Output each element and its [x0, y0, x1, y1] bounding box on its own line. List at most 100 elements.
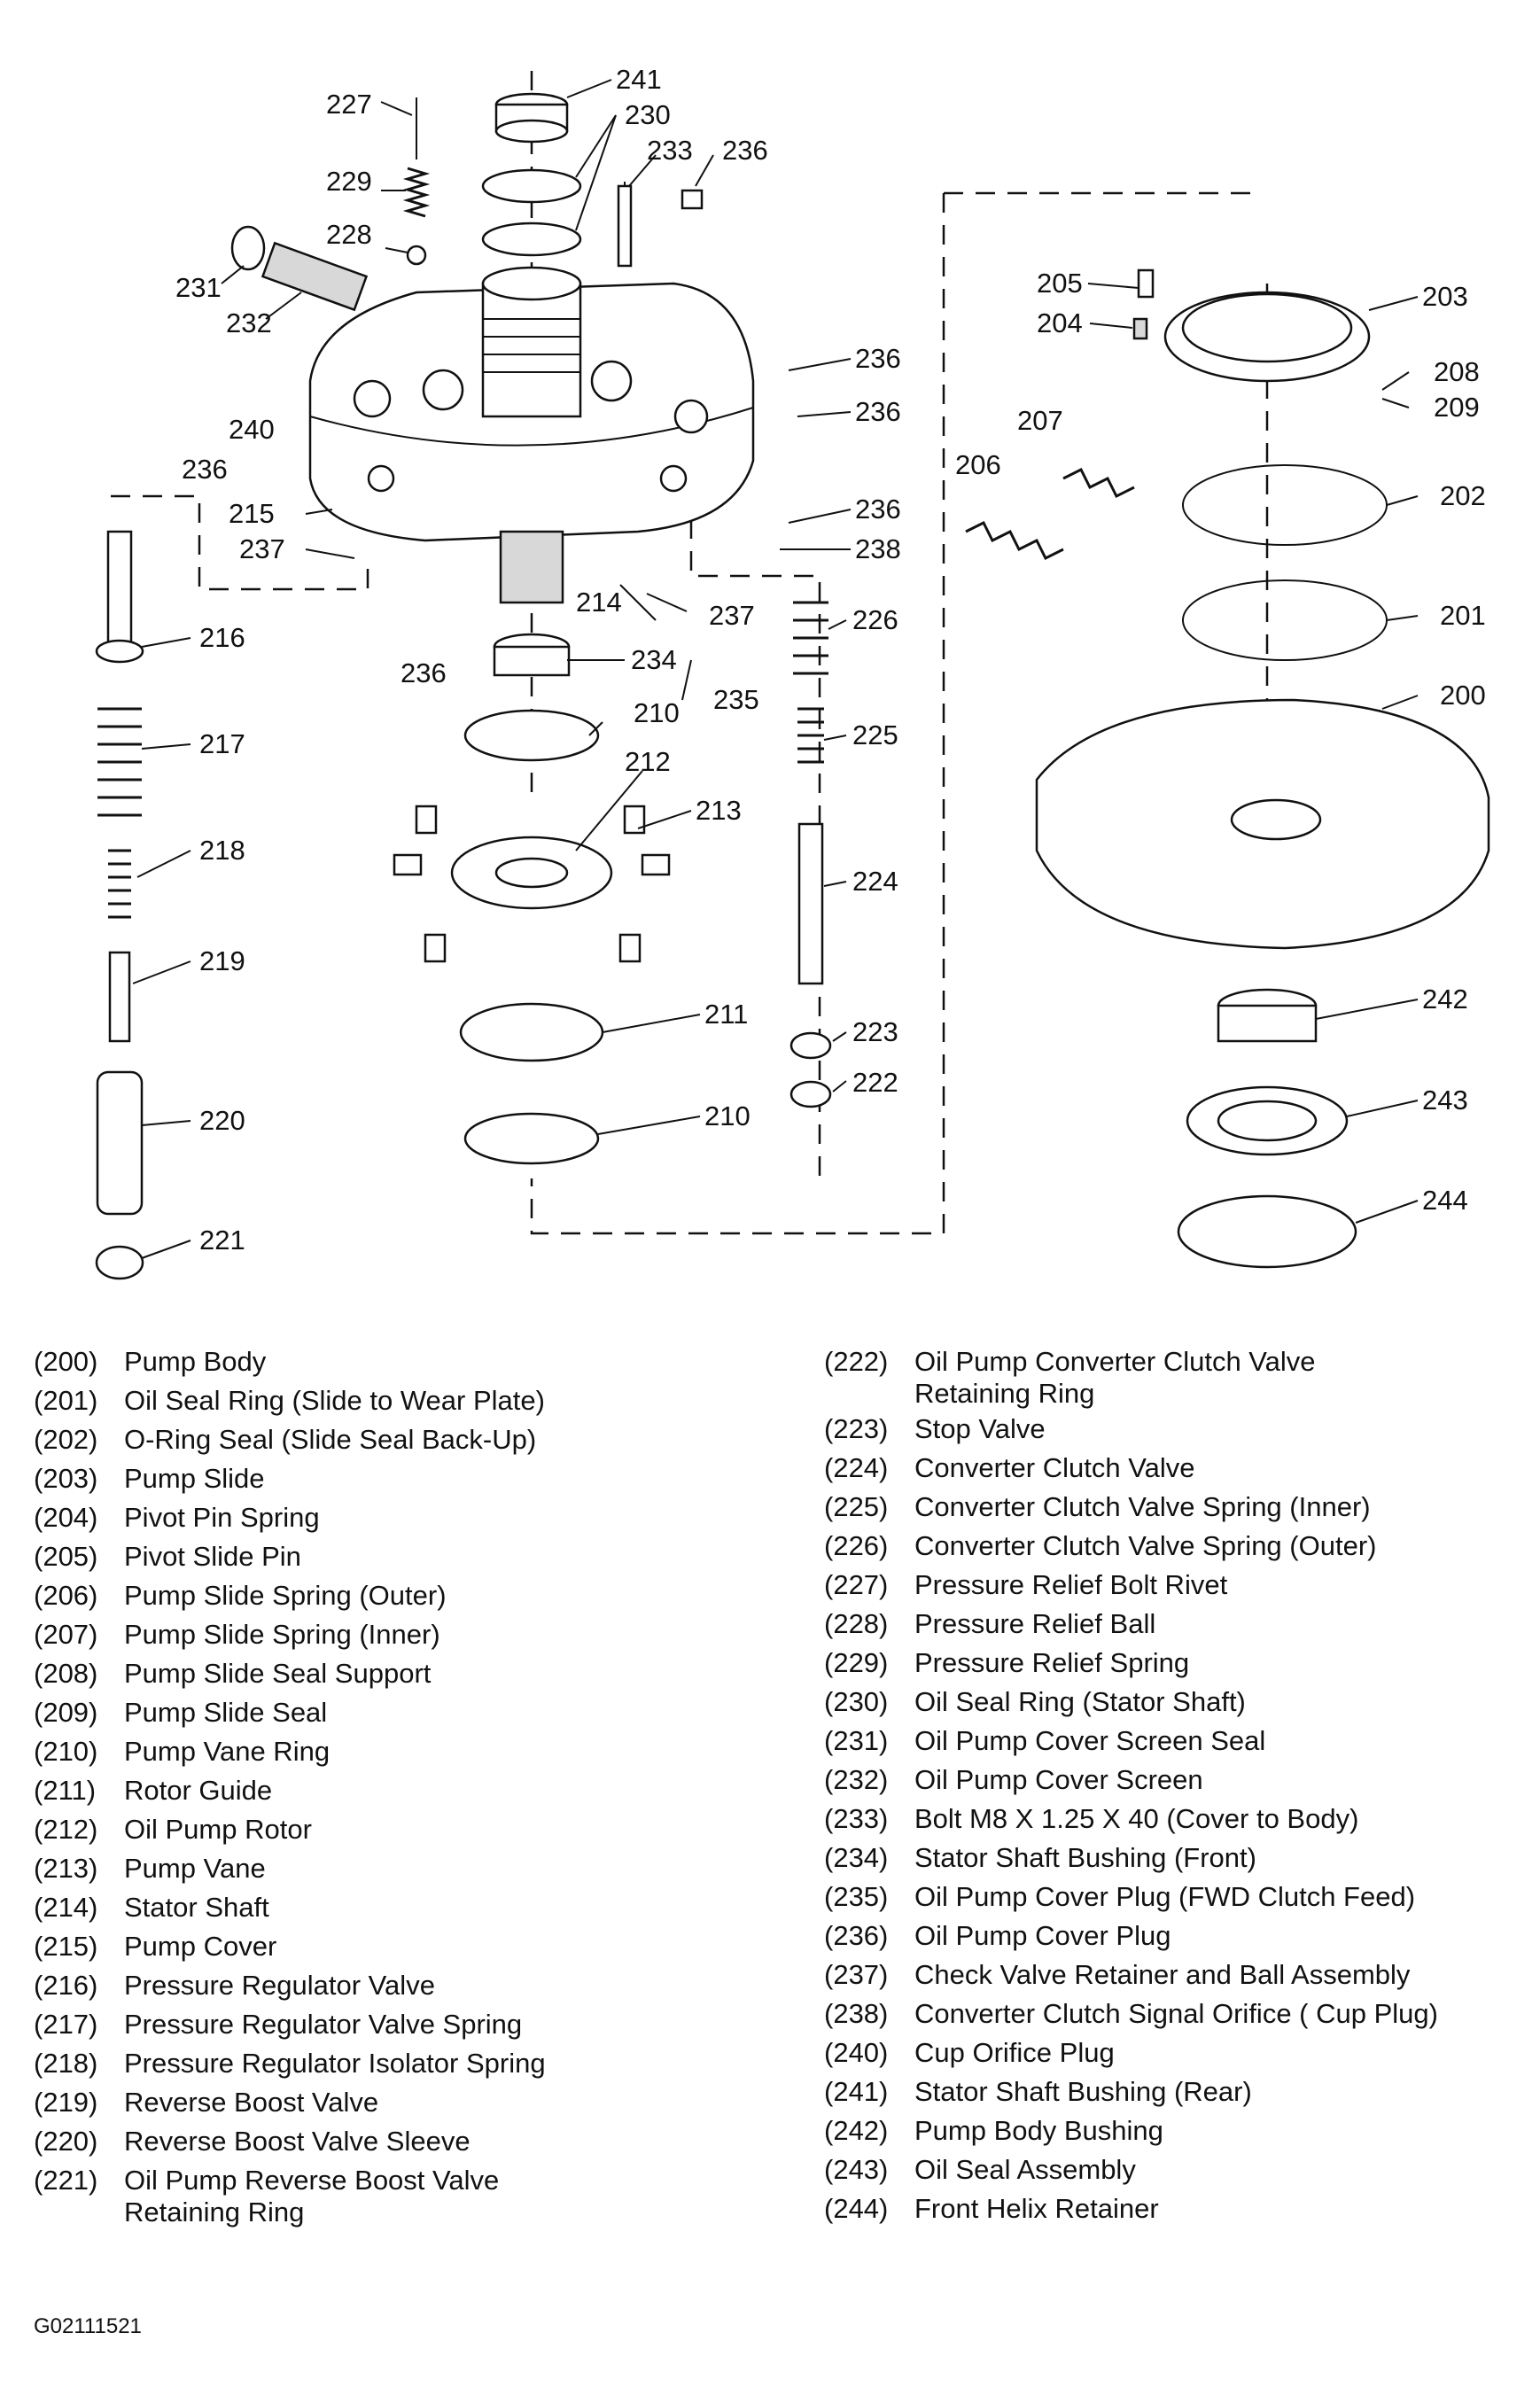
legend-item: (226)Converter Clutch Valve Spring (Oute…	[824, 1530, 1377, 1561]
legend-item: (211)Rotor Guide	[34, 1775, 273, 1806]
callout-203: 203	[1422, 281, 1468, 312]
callout-227: 227	[326, 89, 372, 120]
callout-213: 213	[696, 795, 742, 826]
callout-202: 202	[1440, 480, 1486, 511]
stator-shaft	[481, 266, 582, 604]
legend-item: (237)Check Valve Retainer and Ball Assem…	[824, 1959, 1411, 1990]
callout-210-a: 210	[634, 697, 680, 728]
callout-206: 206	[955, 449, 1001, 480]
legend-item: (214)Stator Shaft	[34, 1892, 269, 1923]
legend-item: (215)Pump Cover	[34, 1931, 277, 1962]
legend-item: (200)Pump Body	[34, 1346, 267, 1377]
legend-item: (229)Pressure Relief Spring	[824, 1647, 1190, 1678]
pressure-regulator-valve-train	[95, 530, 144, 1280]
legend-item: (219)Reverse Boost Valve	[34, 2087, 379, 2118]
callout-236-f: 236	[401, 657, 447, 688]
callout-210-b: 210	[704, 1100, 751, 1131]
callout-214: 214	[576, 587, 622, 618]
callout-201: 201	[1440, 600, 1486, 631]
legend-item: (228)Pressure Relief Ball	[824, 1608, 1156, 1639]
converter-clutch-valve-train	[789, 601, 832, 1108]
callout-labels: 241 227 230 233 236 229 228 231 232 236 …	[175, 64, 1486, 1256]
callout-228: 228	[326, 219, 372, 250]
callout-200: 200	[1440, 680, 1486, 711]
legend-item: (232)Oil Pump Cover Screen	[824, 1764, 1203, 1795]
callout-220: 220	[199, 1105, 245, 1136]
callout-205: 205	[1037, 268, 1083, 299]
legend-item: (236)Oil Pump Cover Plug	[824, 1920, 1171, 1951]
legend-item: (231)Oil Pump Cover Screen Seal	[824, 1725, 1266, 1756]
callout-225: 225	[852, 719, 898, 750]
callout-218: 218	[199, 835, 245, 866]
legend-item: (203)Pump Slide	[34, 1463, 265, 1494]
callout-237-b: 237	[709, 600, 755, 631]
callout-224: 224	[852, 866, 898, 897]
pump-slide-assembly	[965, 268, 1388, 661]
legend-item: (208)Pump Slide Seal Support	[34, 1658, 432, 1689]
callout-209: 209	[1434, 392, 1480, 423]
callout-243: 243	[1422, 1085, 1468, 1116]
legend-item: (206)Pump Slide Spring (Outer)	[34, 1580, 447, 1611]
legend-item: (224)Converter Clutch Valve	[824, 1452, 1195, 1483]
callout-208: 208	[1434, 356, 1480, 387]
legend-item: (242)Pump Body Bushing	[824, 2115, 1163, 2146]
legend-item: (220)Reverse Boost Valve Sleeve	[34, 2126, 471, 2157]
legend-right-column: (222)Oil Pump Converter Clutch Valve Ret…	[824, 1342, 1515, 2228]
legend-item: (230)Oil Seal Ring (Stator Shaft)	[824, 1686, 1246, 1717]
callout-212: 212	[625, 746, 671, 777]
assembly-guide-lines	[111, 71, 1269, 1235]
callout-240: 240	[229, 414, 275, 445]
callout-236-b: 236	[855, 343, 901, 374]
legend-item: (233)Bolt M8 X 1.25 X 40 (Cover to Body)	[824, 1803, 1359, 1834]
rotor-stack	[393, 633, 671, 1165]
legend-item: (202)O-Ring Seal (Slide Seal Back-Up)	[34, 1424, 537, 1455]
callout-236-c: 236	[855, 396, 901, 427]
callout-217: 217	[199, 728, 245, 759]
legend-item: (227)Pressure Relief Bolt Rivet	[824, 1569, 1228, 1600]
callout-216: 216	[199, 622, 245, 653]
legend-item: (238)Converter Clutch Signal Orifice ( C…	[824, 1998, 1438, 2029]
callout-237-a: 237	[239, 533, 285, 564]
exploded-view-diagram: 241 227 230 233 236 229 228 231 232 236 …	[95, 64, 1490, 1280]
legend-item: (221)Oil Pump Reverse Boost Valve Retain…	[34, 2165, 500, 2228]
legend-item: (218)Pressure Regulator Isolator Spring	[34, 2048, 546, 2079]
callout-236-e: 236	[855, 494, 901, 525]
legend-item: (243)Oil Seal Assembly	[824, 2154, 1136, 2185]
legend-item: (222)Oil Pump Converter Clutch Valve Ret…	[824, 1346, 1316, 1409]
callout-223: 223	[852, 1016, 898, 1047]
legend-item: (204)Pivot Pin Spring	[34, 1502, 320, 1533]
callout-219: 219	[199, 945, 245, 976]
callout-222: 222	[852, 1067, 898, 1098]
callout-226: 226	[852, 604, 898, 635]
legend-item: (223)Stop Valve	[824, 1413, 1046, 1444]
callout-244: 244	[1422, 1185, 1468, 1216]
legend-item: (209)Pump Slide Seal	[34, 1697, 328, 1728]
legend-item: (207)Pump Slide Spring (Inner)	[34, 1619, 440, 1650]
parts-legend: (200)Pump Body (201)Oil Seal Ring (Slide…	[0, 1342, 1540, 2282]
legend-item: (234)Stator Shaft Bushing (Front)	[824, 1842, 1256, 1873]
callout-211: 211	[704, 999, 748, 1030]
callout-236-d: 236	[182, 454, 228, 485]
callout-236-a: 236	[722, 135, 768, 166]
figure-id: G02111521	[34, 2314, 142, 2338]
legend-left-column: (200)Pump Body (201)Oil Seal Ring (Slide…	[34, 1342, 796, 2228]
callout-241: 241	[616, 64, 662, 95]
pump-body	[1035, 698, 1490, 1269]
callout-242: 242	[1422, 984, 1468, 1015]
callout-234: 234	[631, 644, 677, 675]
callout-215: 215	[229, 498, 275, 529]
legend-item: (244)Front Helix Retainer	[824, 2193, 1159, 2224]
legend-item: (213)Pump Vane	[34, 1853, 266, 1884]
callout-235: 235	[713, 684, 759, 715]
callout-221: 221	[199, 1225, 245, 1256]
pressure-relief-parts	[230, 97, 431, 312]
callout-230: 230	[625, 99, 671, 130]
legend-item: (225)Converter Clutch Valve Spring (Inne…	[824, 1491, 1371, 1522]
callout-207: 207	[1017, 405, 1063, 436]
callout-238: 238	[855, 533, 901, 564]
top-shaft-parts	[481, 92, 704, 268]
callout-204: 204	[1037, 307, 1083, 338]
legend-item: (240)Cup Orifice Plug	[824, 2037, 1115, 2068]
callout-232: 232	[226, 307, 272, 338]
legend-item: (216)Pressure Regulator Valve	[34, 1970, 435, 2001]
